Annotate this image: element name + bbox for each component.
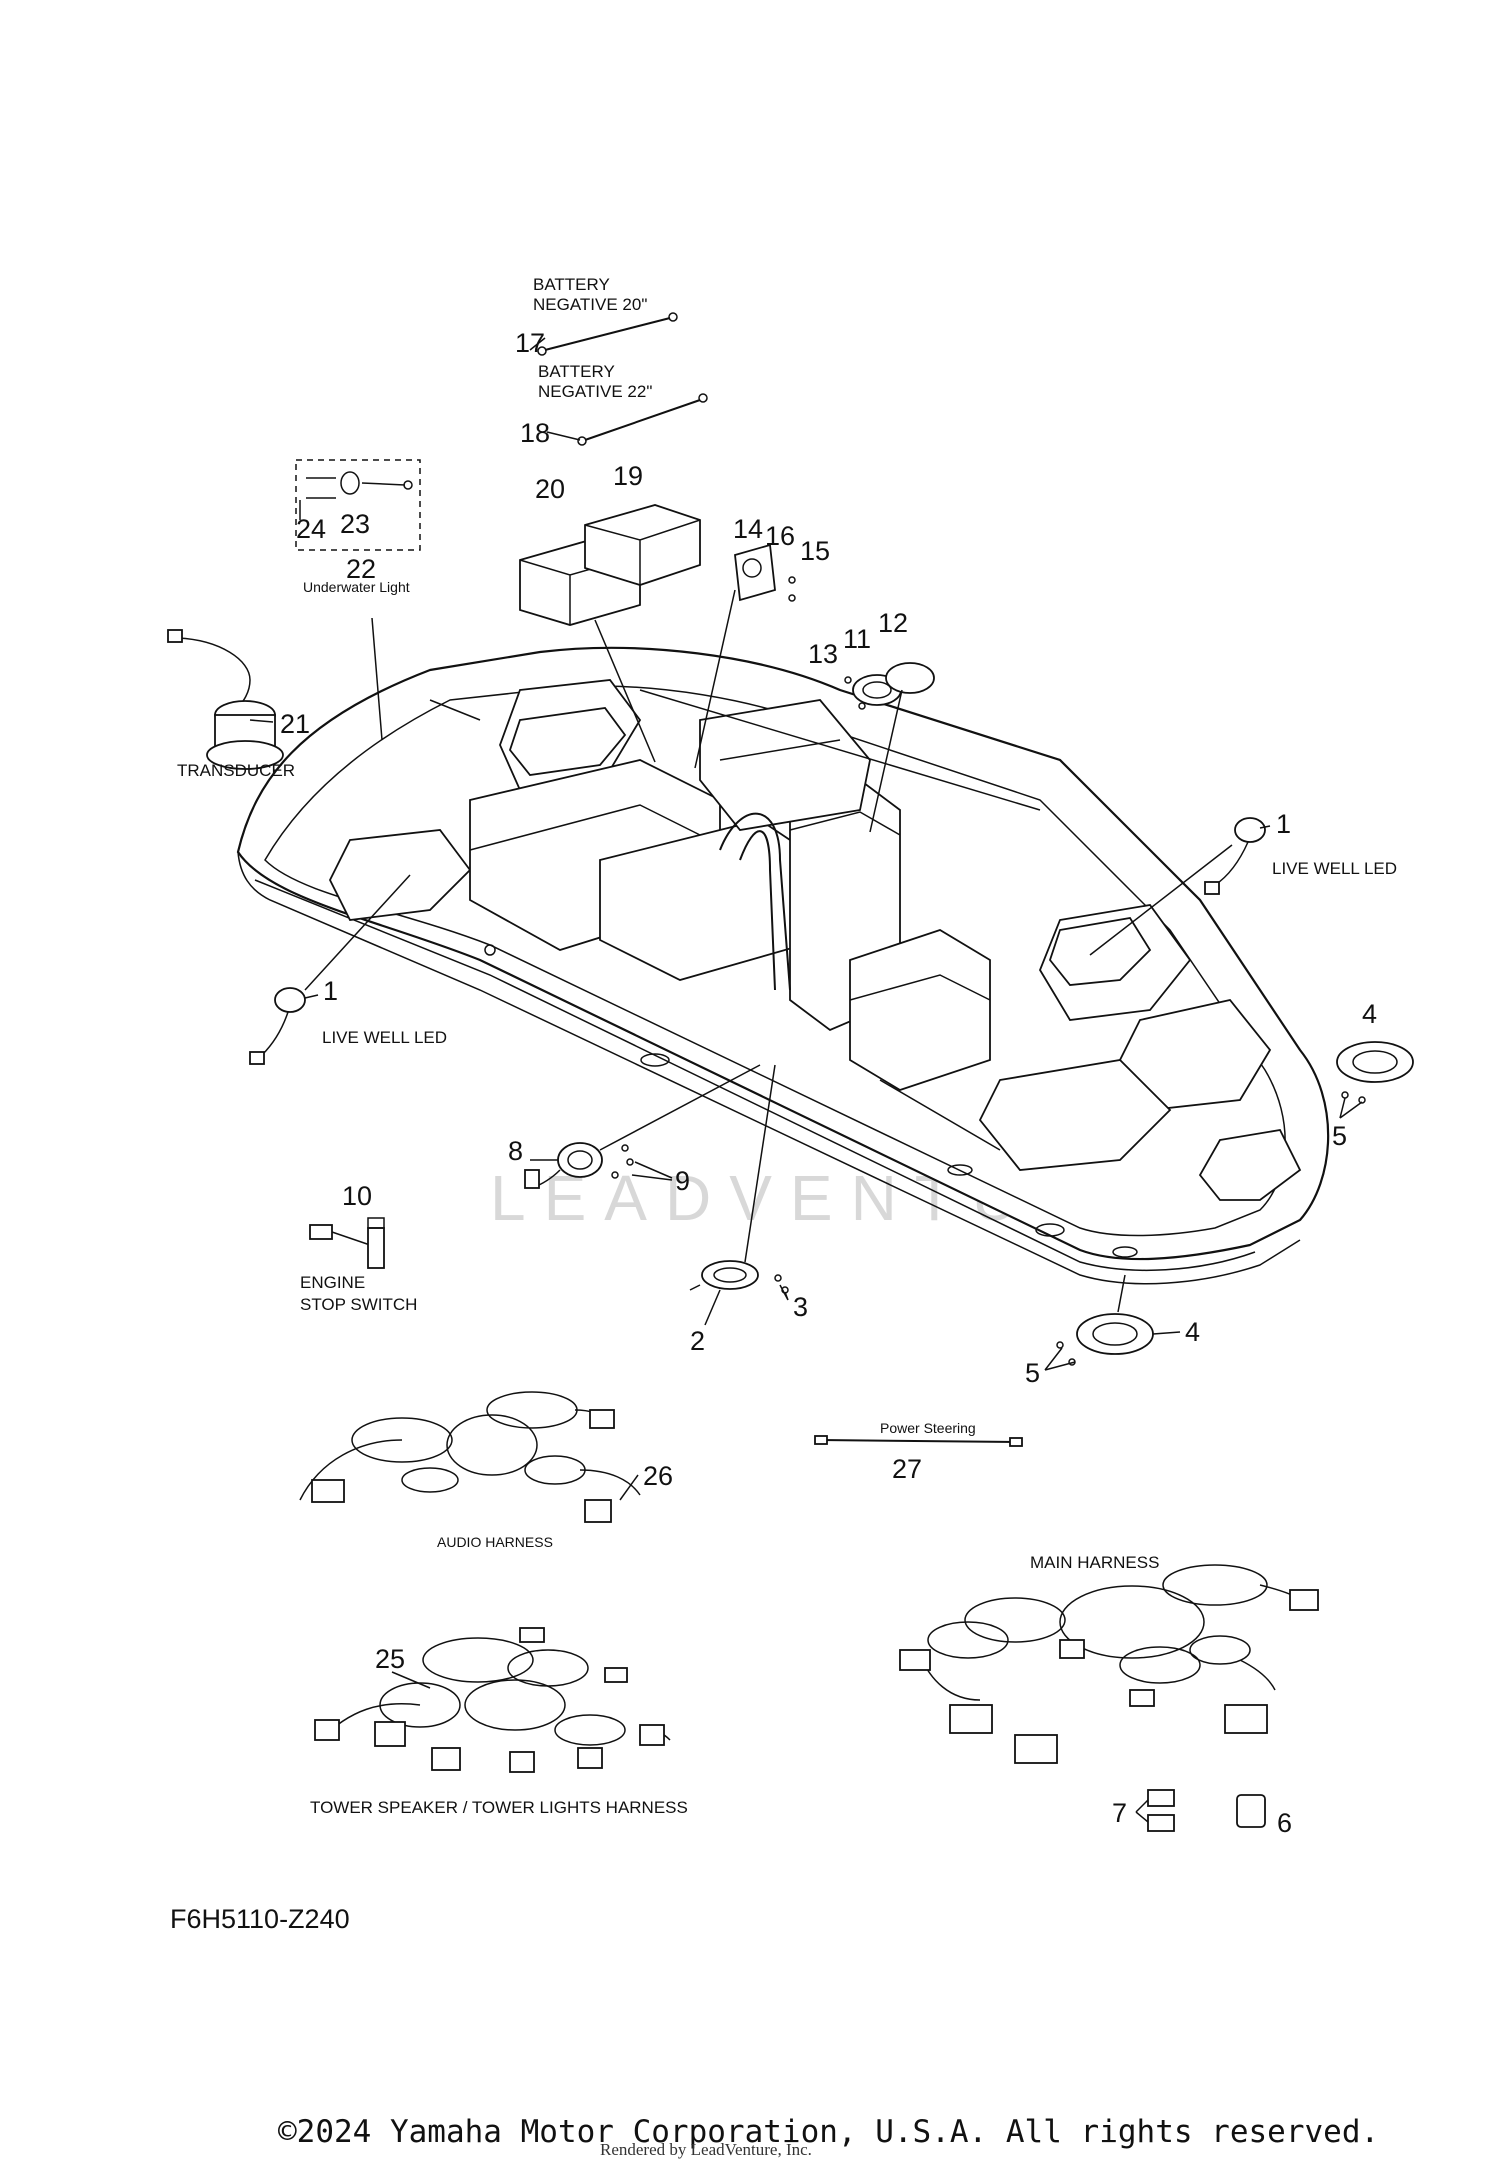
callout-26: 26 — [643, 1461, 673, 1491]
callout-24: 24 — [296, 514, 326, 544]
caption-engine-stop-l2: STOP SWITCH — [300, 1295, 417, 1314]
battery-leader — [594, 619, 656, 763]
callout-12: 12 — [878, 608, 908, 638]
caption-underwater-light: Underwater Light — [303, 579, 410, 595]
underwater-light-box — [295, 459, 421, 551]
caption-live-well-led-left: LIVE WELL LED — [322, 1028, 447, 1047]
nav-light-left — [1056, 1313, 1154, 1366]
main-harness — [899, 1564, 1319, 1764]
callout-9: 9 — [675, 1166, 690, 1196]
underwater-light-leader — [371, 617, 383, 741]
callout-5-right: 5 — [1332, 1121, 1347, 1151]
callout-4-left: 4 — [1185, 1317, 1200, 1347]
live-well-led-right — [1204, 817, 1266, 895]
caption-engine-stop-l1: ENGINE — [300, 1273, 365, 1292]
speaker-leader — [869, 689, 903, 833]
connector-cap — [1236, 1794, 1266, 1828]
tick-25 — [391, 1671, 431, 1689]
transducer — [167, 629, 284, 770]
callout-10: 10 — [342, 1181, 372, 1211]
caption-main-harness: MAIN HARNESS — [1030, 1553, 1159, 1572]
nav-light-right — [1336, 1041, 1414, 1104]
caption-tower-harness: TOWER SPEAKER / TOWER LIGHTS HARNESS — [310, 1798, 688, 1817]
tick-3 — [779, 1284, 789, 1301]
caption-audio-harness: AUDIO HARNESS — [437, 1534, 553, 1550]
live-well-led-left — [249, 987, 306, 1065]
tick-1-left — [304, 994, 319, 999]
caption-live-well-led-right: LIVE WELL LED — [1272, 859, 1397, 878]
tick-26 — [619, 1474, 639, 1501]
callout-3: 3 — [793, 1292, 808, 1322]
callout-22: 22 — [346, 554, 376, 584]
boat-hull — [236, 646, 1330, 1285]
tick-2 — [704, 1289, 721, 1326]
caption-transducer: TRANSDUCER — [177, 761, 295, 780]
caption-battery-neg-22-l1: BATTERY — [538, 362, 615, 381]
cup-holder-leader — [744, 1064, 776, 1263]
speaker — [844, 662, 935, 710]
gauge-leader — [599, 1064, 761, 1151]
callout-13: 13 — [808, 639, 838, 669]
caption-power-steering: Power Steering — [880, 1420, 976, 1436]
tick-5-right — [1339, 1097, 1363, 1119]
callout-17: 17 — [515, 328, 545, 358]
batteries — [519, 504, 701, 626]
bracket-leader — [694, 589, 736, 769]
audio-harness — [299, 1391, 641, 1523]
tick-1-right — [1259, 825, 1271, 829]
engine-stop-switch — [309, 1217, 385, 1269]
callout-19: 19 — [613, 461, 643, 491]
led-right-leader — [1089, 844, 1233, 956]
callout-15: 15 — [800, 536, 830, 566]
caption-battery-neg-20-l2: NEGATIVE 20" — [533, 295, 647, 314]
battery-negative-22-cable — [577, 393, 708, 446]
tick-17 — [529, 337, 546, 351]
tick-9 — [631, 1161, 673, 1181]
cup-holder — [689, 1260, 789, 1294]
callout-27: 27 — [892, 1454, 922, 1484]
power-steering-harness — [814, 1435, 1023, 1447]
callout-18: 18 — [520, 418, 550, 448]
tick-5-left — [1044, 1347, 1076, 1371]
callout-4-right: 4 — [1362, 999, 1377, 1029]
nav-light-leader — [1117, 1274, 1126, 1313]
callout-2: 2 — [690, 1326, 705, 1356]
battery-negative-20-cable — [537, 312, 678, 356]
tick-21 — [249, 719, 274, 723]
callout-8: 8 — [508, 1136, 523, 1166]
connector-set — [1147, 1789, 1175, 1832]
callout-14: 14 — [733, 514, 763, 544]
gauge — [524, 1142, 634, 1189]
battery-switch-bracket — [734, 543, 796, 602]
render-credit: Rendered by LeadVenture, Inc. — [600, 2140, 812, 2159]
tick-18 — [546, 431, 581, 441]
tick-7 — [1135, 1799, 1149, 1823]
led-left-leader — [304, 874, 411, 991]
callout-1-left: 1 — [323, 976, 338, 1006]
tower-harness — [314, 1627, 671, 1773]
caption-battery-neg-22-l2: NEGATIVE 22" — [538, 382, 652, 401]
tick-4-left — [1152, 1331, 1181, 1335]
copyright-notice: ©2024 Yamaha Motor Corporation, U.S.A. A… — [278, 2114, 1379, 2150]
callout-25: 25 — [375, 1644, 405, 1674]
callout-16: 16 — [765, 521, 795, 551]
callout-21: 21 — [280, 709, 310, 739]
callout-20: 20 — [535, 474, 565, 504]
callout-1-right: 1 — [1276, 809, 1291, 839]
callout-5-left: 5 — [1025, 1358, 1040, 1388]
caption-battery-neg-20-l1: BATTERY — [533, 275, 610, 294]
callout-23: 23 — [340, 509, 370, 539]
diagram-code: F6H5110-Z240 — [170, 1904, 350, 1934]
callout-11: 11 — [843, 624, 871, 654]
callout-7: 7 — [1112, 1798, 1127, 1828]
callout-6: 6 — [1277, 1808, 1292, 1838]
